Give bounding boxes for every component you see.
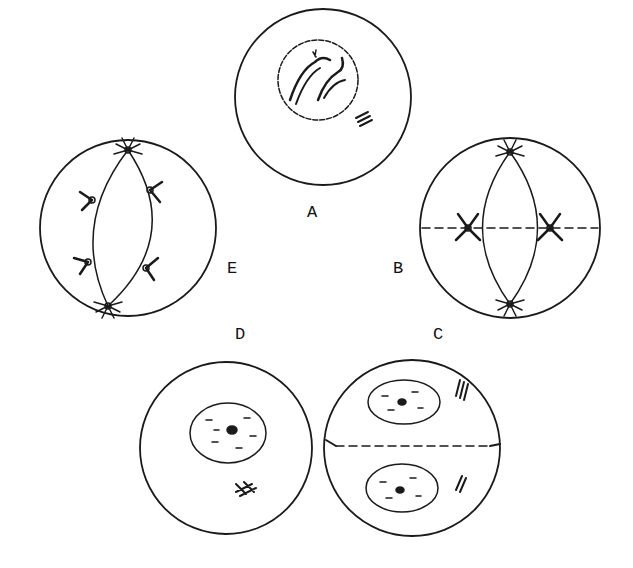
stage-letter: D — [235, 326, 245, 343]
telophase-cell — [326, 380, 500, 512]
cell-circle: C — [324, 360, 500, 536]
cell-membrane — [420, 138, 600, 318]
stage-letter: A — [307, 204, 317, 221]
cell-membrane — [324, 360, 500, 536]
anaphase-cell — [74, 138, 162, 318]
stage-letter: E — [227, 260, 237, 277]
cell-outline — [40, 140, 218, 318]
cell-membrane — [235, 9, 411, 185]
metaphase-cell — [422, 140, 598, 316]
cell-membrane — [40, 140, 216, 316]
cell-outline — [235, 9, 413, 187]
nucleus — [278, 40, 358, 120]
cell-circle: B — [420, 138, 600, 318]
cell-circle: E — [40, 140, 216, 316]
cell-membrane — [140, 362, 312, 534]
interphase-cell — [190, 403, 266, 496]
cell-outline — [420, 138, 602, 320]
stage-letter: B — [393, 260, 403, 277]
cell-outline — [324, 360, 502, 538]
cell-circle: A — [235, 9, 411, 185]
prophase-cell — [278, 40, 372, 126]
stage-letter: C — [433, 326, 443, 343]
cell-circle: D — [140, 362, 312, 534]
cell-outline — [140, 362, 314, 536]
